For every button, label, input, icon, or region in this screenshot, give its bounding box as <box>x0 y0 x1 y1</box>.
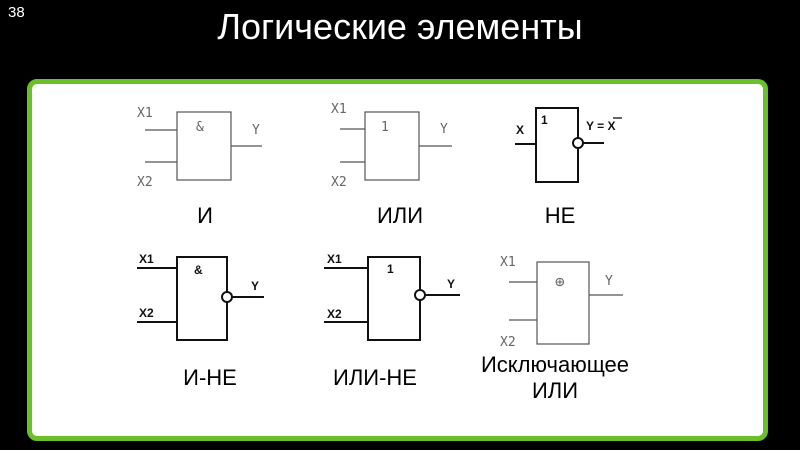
gate-nor-output-label: Y <box>447 277 455 291</box>
gate-not-symbol: 1 <box>541 113 548 127</box>
gate-or-input1-label: X1 <box>331 102 347 117</box>
gate-nand-caption: И-НЕ <box>183 365 237 390</box>
slide-title: Логические элементы <box>217 6 583 47</box>
gate-nand <box>137 256 264 341</box>
gate-nor-input2-label: X2 <box>327 307 342 321</box>
gate-xor <box>509 261 623 345</box>
gate-nor-symbol: 1 <box>387 262 394 276</box>
gate-nor-body <box>367 256 421 341</box>
gate-xor-input1-label: X1 <box>500 255 516 270</box>
gate-not-input-label: X <box>516 123 524 137</box>
gate-or <box>340 111 452 181</box>
gate-not <box>515 107 622 183</box>
gate-xor-caption-line1: Исключающее <box>480 352 630 377</box>
gate-nand-inversion-bubble <box>221 291 233 303</box>
gate-not-inversion-bubble <box>572 137 584 149</box>
gate-nor-inversion-bubble <box>414 289 426 301</box>
gate-xor-output-label: Y <box>605 274 613 289</box>
gate-xor-body <box>536 261 590 345</box>
gate-xor-caption: Исключающее ИЛИ <box>455 352 655 404</box>
content-panel <box>27 79 768 441</box>
gate-and-input2-label: X2 <box>137 175 153 190</box>
gate-nor-input1-label: X1 <box>327 252 342 266</box>
gate-and-body <box>176 111 232 181</box>
slide-number: 38 <box>8 4 25 21</box>
gate-and <box>145 111 262 181</box>
gate-or-input2-label: X2 <box>331 175 347 190</box>
gate-nand-input1-label: X1 <box>139 252 154 266</box>
gate-nand-output-label: Y <box>251 279 259 293</box>
gate-nor <box>324 256 460 341</box>
gate-or-symbol: 1 <box>381 120 389 135</box>
gate-not-output-label: Y = X <box>586 119 615 133</box>
gate-not-caption: НЕ <box>544 203 576 228</box>
gate-nand-symbol: & <box>194 263 203 277</box>
gate-nor-caption: ИЛИ-НЕ <box>333 365 417 390</box>
gate-nand-input2-label: X2 <box>139 306 154 320</box>
gate-and-output-label: Y <box>252 123 260 138</box>
gate-xor-caption-line2: ИЛИ <box>531 378 579 403</box>
gate-or-output-label: Y <box>440 122 448 137</box>
gate-xor-input2-label: X2 <box>500 335 516 350</box>
gate-or-caption: ИЛИ <box>376 203 424 228</box>
gate-or-body <box>364 111 420 181</box>
gate-and-symbol: & <box>196 120 204 135</box>
gate-and-input1-label: X1 <box>137 106 153 121</box>
gate-and-caption: И <box>197 203 213 228</box>
gate-xor-symbol: ⊕ <box>555 272 565 291</box>
